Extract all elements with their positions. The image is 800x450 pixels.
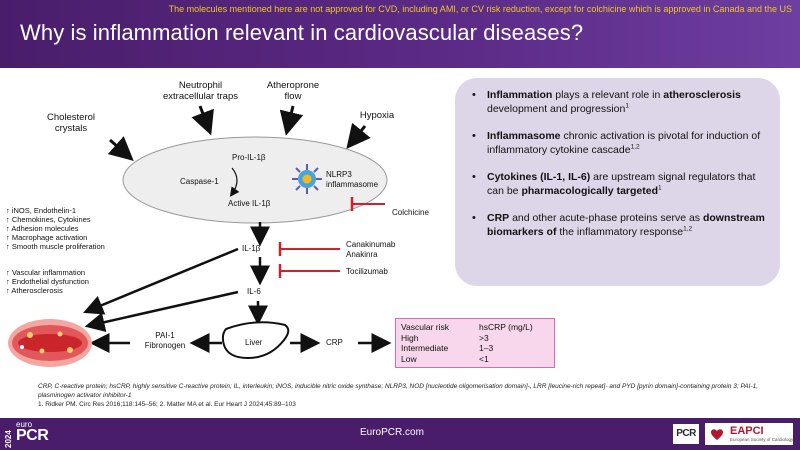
table-header-cell: Vascular risk (401, 322, 450, 332)
inflammation-pathway-diagram (8, 105, 392, 367)
key-point: Inflammasome chronic activation is pivot… (472, 129, 766, 157)
key-points-bubble: Inflammation plays a relevant role in at… (455, 78, 780, 286)
effects-list-2: ↑ Vascular inflammation ↑ Endothelial dy… (6, 268, 89, 295)
footer-bar: 2024 euro PCR EuroPCR.com PCR EAPCI Euro… (0, 418, 800, 450)
nlrp3-label: NLRP3 inflammasome (326, 170, 379, 189)
key-point: Inflammation plays a relevant role in at… (472, 88, 766, 116)
table-cell: >3 (479, 332, 489, 343)
hypoxia-label: Hypoxia (359, 110, 395, 121)
logo-year: 2024 (4, 430, 13, 448)
arrow-neutrophil (191, 105, 214, 136)
il6-label: IL-6 (247, 287, 261, 296)
slide-title: Why is inflammation relevant in cardiova… (20, 20, 584, 45)
inflamed-artery-icon (8, 319, 92, 367)
table-row: Intermediate 1–3 (401, 343, 539, 354)
eapci-name: EAPCI (730, 425, 764, 437)
logo-pcr: PCR (16, 427, 49, 444)
nlrp3-inflammasome-icon (292, 164, 322, 194)
table-row: High >3 (401, 333, 539, 344)
atheroprone-flow-label: Atheroprone flow (266, 80, 320, 102)
table-header-cell: hsCRP (mg/L) (479, 322, 533, 332)
arrow-il1b-to-artery (83, 247, 239, 315)
heart-icon (711, 429, 723, 440)
abbreviations-text: CRP, C-reactive protein; hsCRP, highly s… (38, 383, 759, 399)
liver-label: Liver (245, 338, 263, 347)
table-header-row: Vascular risk hsCRP (mg/L) (401, 322, 539, 333)
hscrp-risk-table: Vascular risk hsCRP (mg/L) High >3 Inter… (395, 318, 555, 368)
neutrophil-traps-label: Neutrophil extracellular traps (163, 80, 238, 102)
eapci-logo: EAPCI European Society of Cardiology (705, 423, 793, 445)
header-bar: The molecules mentioned here are not app… (0, 0, 800, 68)
europcr-logo: 2024 euro PCR (4, 420, 49, 448)
key-point: CRP and other acute-phase proteins serve… (472, 211, 766, 239)
tocilizumab-label: Tocilizumab (346, 267, 388, 276)
logo-euro: euro (16, 420, 33, 429)
key-point: Cytokines (IL-1, IL-6) are upstream sign… (472, 170, 766, 198)
table-cell: Low (401, 353, 417, 364)
arrow-hypoxia (346, 122, 371, 149)
pcr-logo: PCR (673, 424, 699, 444)
eapci-subtitle: European Society of Cardiology (730, 437, 794, 442)
arrow-cholesterol (107, 136, 134, 161)
table-cell: <1 (479, 353, 489, 364)
liver-icon (221, 321, 290, 360)
crp-label: CRP (326, 338, 343, 347)
effects-list-1: ↑ iNOS, Endothelin-1 ↑ Chemokines, Cytok… (6, 206, 105, 251)
table-row: Low <1 (401, 354, 539, 365)
references-text: 1. Ridker PM. Circ Res 2016;118:145–56; … (38, 401, 296, 408)
pai-fibronogen-label: PAI-1 Fibronogen (144, 331, 186, 350)
inflammasome-ellipse (122, 136, 388, 224)
arrow-atheroprone (279, 105, 304, 136)
caspase-label: Caspase-1 (180, 177, 219, 186)
caspase-curve-arrow (229, 167, 240, 197)
regulatory-notice: The molecules mentioned here are not app… (168, 4, 792, 14)
il1b-label: IL-1β (242, 244, 261, 253)
active-il1b-label: Active IL-1β (228, 199, 271, 208)
footnote: CRP, C-reactive protein; hsCRP, highly s… (38, 382, 778, 409)
cholesterol-crystals-label: Cholesterol crystals (46, 112, 96, 134)
table-cell: High (401, 332, 419, 343)
arrow-il6-to-artery (84, 290, 239, 332)
colchicine-label: Colchicine (392, 208, 429, 217)
table-cell: 1–3 (479, 343, 494, 353)
canakinumab-label: Canakinumab Anakinra (346, 240, 396, 259)
table-cell: Intermediate (401, 343, 449, 353)
europcr-link[interactable]: EuroPCR.com (360, 427, 424, 438)
pro-il1b-label: Pro-IL-1β (232, 153, 266, 162)
